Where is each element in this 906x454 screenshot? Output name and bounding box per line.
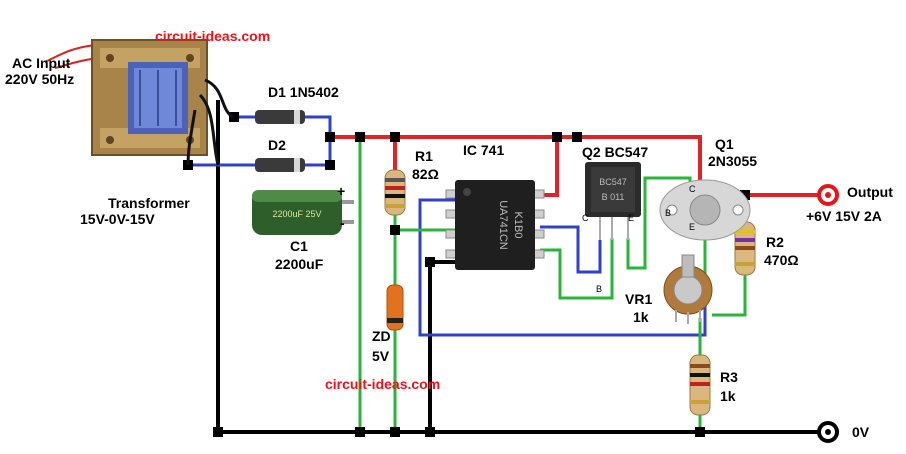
q2-pin-e: E (628, 213, 635, 223)
zd-label: ZD (372, 328, 391, 344)
c1-marking: 2200uF 25V (272, 209, 321, 219)
resistor-r2 (734, 221, 756, 276)
c1-value-label: 2200uF (275, 256, 324, 272)
r3-label: R3 (720, 369, 738, 385)
transistor-q1 (659, 179, 751, 241)
q1-part-label: 2N3055 (708, 153, 758, 169)
output-terminal (817, 184, 839, 206)
ic-marking-2: K1B0 (512, 212, 524, 239)
q2-pin-b: B (596, 284, 603, 294)
r1-label: R1 (415, 148, 433, 164)
q2-pin-c: C (582, 213, 589, 223)
watermark-bottom: circuit-ideas.com (325, 376, 441, 392)
c1-plus-label: + (337, 183, 346, 199)
r2-value-label: 470Ω (764, 252, 799, 268)
q1-label: Q1 (715, 136, 734, 152)
green-wires (358, 137, 747, 432)
ac-input-label: AC Input (12, 55, 71, 71)
q2-marking-2: B 011 (602, 192, 625, 202)
watermark-top: circuit-ideas.com (155, 28, 271, 44)
ic-741: UA741CN K1B0 (445, 180, 545, 270)
diode-d1 (255, 110, 305, 124)
output-label: Output (847, 184, 893, 200)
q2-marking-1: BC547 (599, 177, 627, 187)
r3-value-label: 1k (720, 388, 736, 404)
resistor-r1 (384, 169, 406, 216)
q1-pin-b: B (665, 208, 672, 218)
resistor-r3 (689, 354, 711, 416)
zd-value-label: 5V (372, 348, 390, 364)
ic-marking-1: UA741CN (497, 200, 509, 250)
vr1-label: VR1 (625, 291, 653, 307)
transformer-rating-label: 15V-0V-15V (80, 211, 155, 227)
ac-rating-label: 220V 50Hz (5, 71, 75, 87)
d1-label: D1 1N5402 (268, 84, 339, 100)
ic-label: IC 741 (463, 142, 505, 158)
zener-diode-zd (386, 284, 404, 331)
diode-d2 (255, 158, 305, 172)
potentiometer-vr1 (663, 254, 713, 324)
r2-label: R2 (766, 234, 784, 250)
c1-minus-label: - (340, 215, 345, 231)
output-rating-label: +6V 15V 2A (806, 208, 882, 224)
ground-label: 0V (852, 424, 870, 440)
transformer (91, 39, 234, 166)
ground-terminal (817, 421, 839, 443)
q2-label: Q2 BC547 (582, 144, 649, 160)
c1-label: C1 (290, 238, 308, 254)
r1-value-label: 82Ω (412, 166, 439, 182)
transformer-label: Transformer (108, 195, 190, 211)
transistor-q2: BC547 B 011 (585, 162, 641, 240)
q1-pin-c: C (689, 184, 696, 194)
capacitor-c1: 2200uF 25V (252, 190, 354, 235)
q1-pin-e: E (689, 222, 696, 232)
vr1-value-label: 1k (633, 309, 649, 325)
d2-label: D2 (268, 137, 286, 153)
